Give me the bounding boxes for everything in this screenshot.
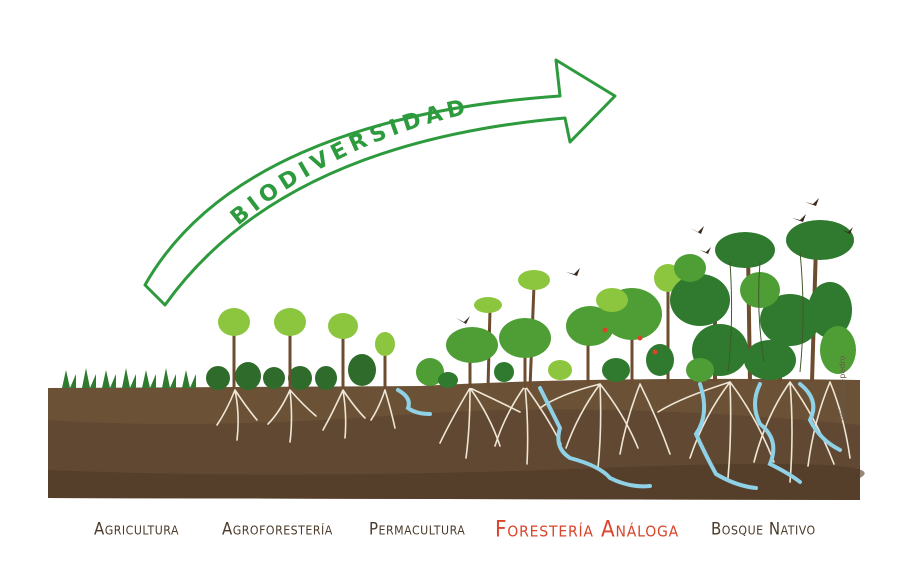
stage-label-permacultura: Permacultura: [369, 519, 466, 539]
biodiversity-arrow: BIODIVERSIDAD: [143, 58, 617, 307]
analog-forest: [416, 264, 682, 389]
stage-label-agroforesteria: Agroforestería: [222, 519, 333, 539]
roots: [216, 381, 851, 483]
birds: [456, 198, 853, 324]
arrow-shape: [143, 58, 617, 307]
stage-label-agricultura: Agricultura: [94, 519, 180, 539]
soil-layer: [48, 378, 865, 500]
native-forest: [670, 220, 856, 383]
artist-credit: @inmarie-pedro: [838, 355, 847, 420]
stage-label-bosque-nativo: Bosque Nativo: [711, 519, 816, 539]
stage-label-foresteria-analoga: Forestería Análoga: [495, 515, 680, 543]
agroforestry-trees: [206, 308, 395, 390]
water-streams: [396, 382, 842, 490]
agriculture-crops: [62, 368, 196, 388]
